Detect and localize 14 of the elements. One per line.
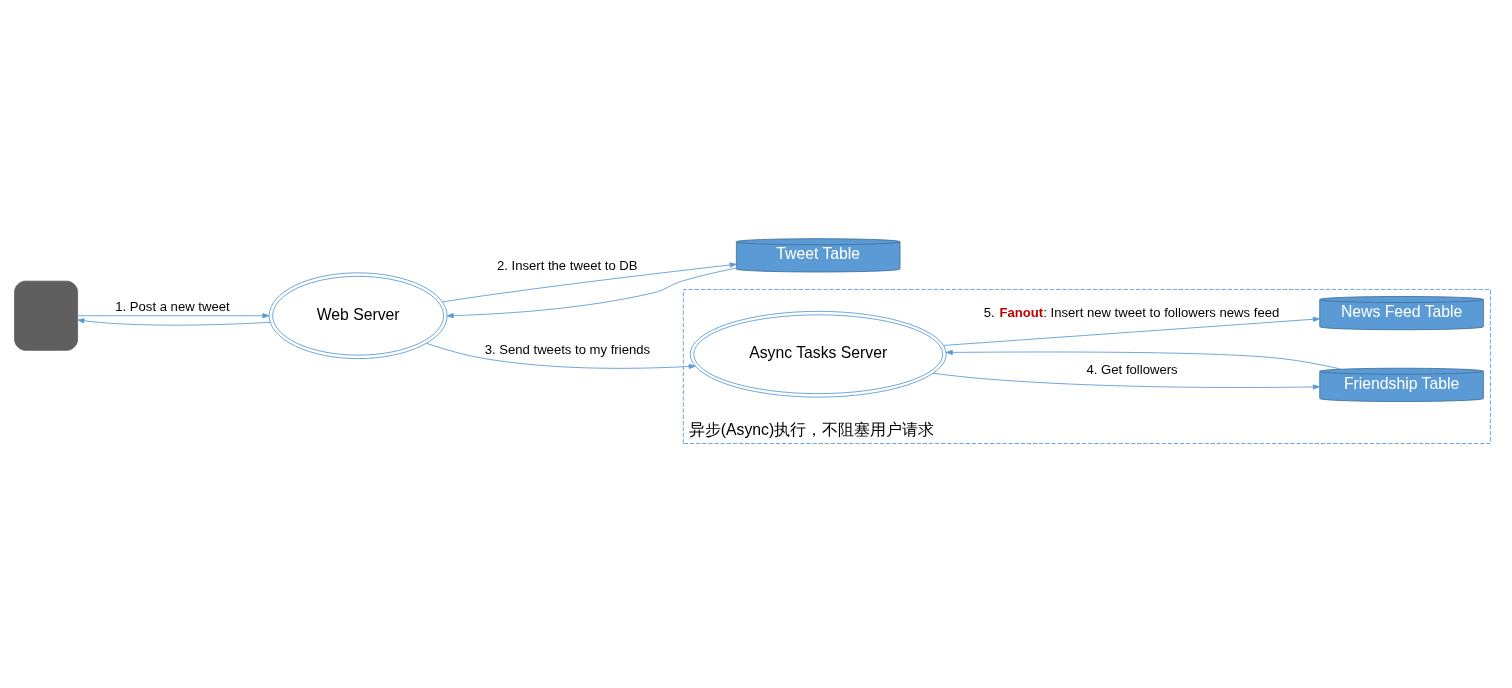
edge-label: 2. Insert the tweet to DB (496, 257, 638, 273)
edge-label: 4. Get followers (1086, 361, 1178, 377)
arrow (945, 349, 1340, 369)
arrow (932, 372, 1320, 390)
arrow (943, 316, 1320, 346)
arrow (442, 261, 737, 302)
arrow (77, 312, 270, 318)
edge-label: 1. Post a new tweet (115, 298, 230, 314)
arrow (426, 342, 696, 369)
node-person (14, 280, 79, 351)
edge-label: 5. Fanout: Insert new tweet to followers news feed (983, 304, 1280, 320)
edge-label: 3. Send tweets to my friends (484, 341, 651, 357)
arrow (446, 267, 737, 318)
arrow (77, 317, 271, 326)
